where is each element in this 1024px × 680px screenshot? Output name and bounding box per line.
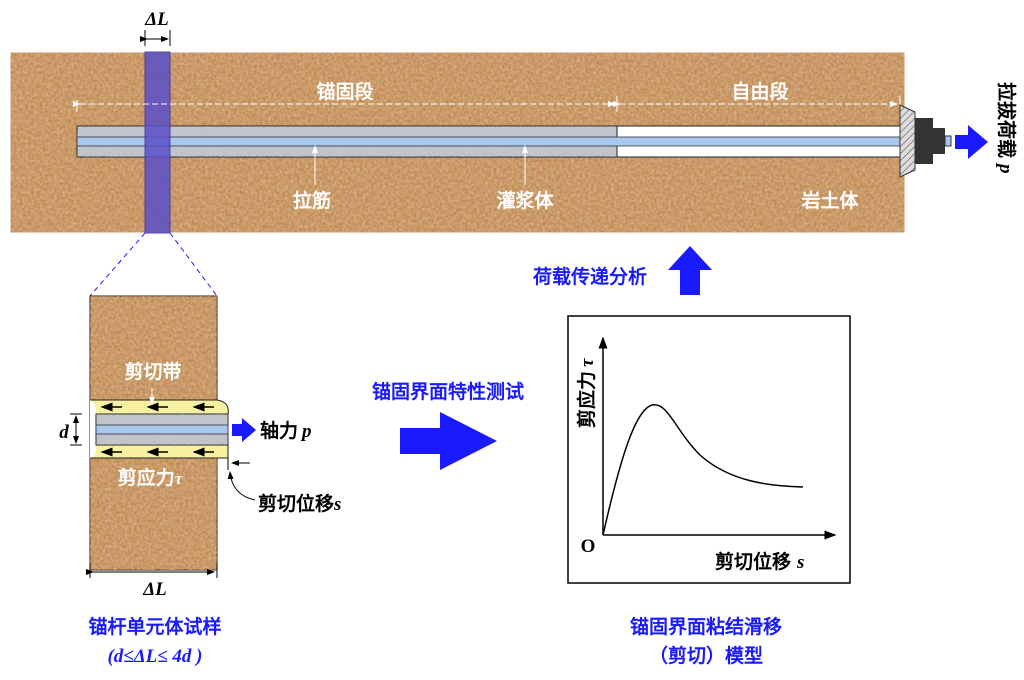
delta-l-bottom-label: ΔL: [142, 579, 167, 600]
soil-label: 岩土体: [800, 189, 859, 212]
model-caption-2: （剪切）模型: [649, 644, 763, 667]
model-origin: O: [581, 536, 596, 557]
test-arrow-icon: [400, 412, 497, 470]
anchor-head: [899, 104, 952, 178]
element-condition: (d≤ΔL≤ 4d ): [107, 646, 202, 667]
model-caption-1: 锚固界面粘结滑移: [630, 615, 782, 638]
bond-slip-model: [567, 315, 851, 584]
free-segment-label: 自由段: [731, 80, 789, 103]
grout-column: [76, 125, 901, 158]
shear-stress-label: 剪应力τ: [118, 466, 183, 489]
model-ylabel: 剪应力τ: [575, 358, 598, 428]
bond-slip-curve: [602, 404, 804, 536]
shear-band-label: 剪切带: [124, 360, 181, 383]
transfer-arrow-icon: [668, 246, 712, 295]
tendon-rod: [76, 136, 901, 147]
grout-label: 灌浆体: [496, 189, 554, 212]
pullout-arrow-icon: [955, 125, 988, 159]
shear-disp-label: 剪切位移s: [258, 492, 341, 515]
delta-l-label: ΔL: [144, 9, 169, 30]
element-caption: 锚杆单元体试样: [88, 615, 221, 638]
anchored-segment-label: 锚固段: [316, 80, 374, 103]
test-label: 锚固界面特性测试: [372, 380, 524, 403]
d-label: d: [59, 422, 69, 443]
pullout-load-label: 拉拔荷载p: [995, 82, 1018, 174]
axial-arrow-icon: [232, 418, 256, 442]
tendon-label: 拉筋: [293, 189, 331, 212]
element-strip: [144, 51, 171, 234]
element-specimen: [89, 295, 229, 571]
transfer-label: 荷载传递分析: [533, 265, 647, 288]
